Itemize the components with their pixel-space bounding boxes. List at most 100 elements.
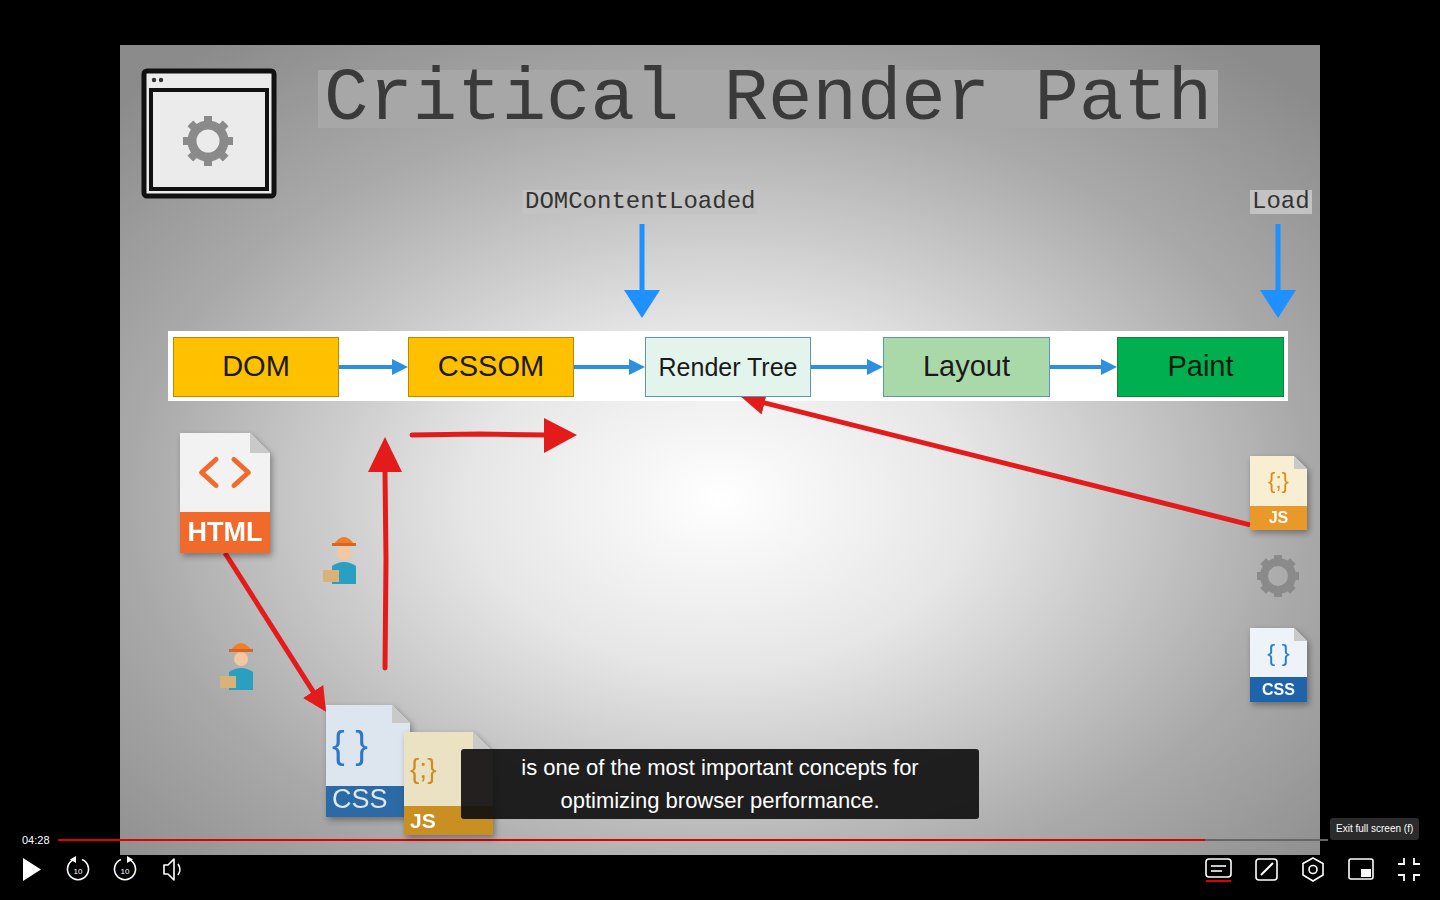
process-box: Render Tree [645, 337, 811, 397]
time-elapsed: 04:28 [22, 834, 50, 846]
box-label: Paint [1167, 350, 1233, 383]
file-body [326, 705, 410, 817]
rewind-button [68, 860, 89, 880]
control-bar [0, 855, 1440, 900]
red-arrow [385, 472, 386, 668]
settings-button [1303, 858, 1323, 881]
volume-button [164, 859, 174, 880]
red-arrow-head [544, 418, 577, 453]
worker-parcel [323, 570, 339, 582]
gear-ring [192, 125, 224, 157]
slide-background [120, 45, 1320, 855]
play-button [23, 858, 41, 881]
file-band [180, 512, 270, 553]
file-glyph: {;} [410, 753, 436, 785]
tooltip: Exit full screen (f) [1330, 818, 1419, 840]
skip-amount: 10 [121, 867, 130, 876]
gear-tooth [187, 120, 199, 132]
file-fold [392, 705, 410, 723]
gear-teeth [183, 116, 233, 166]
file-glyph: { } [1267, 639, 1290, 667]
box-label: DOM [222, 350, 290, 383]
file-type-label: JS [410, 809, 436, 833]
gear-teeth [1257, 555, 1299, 597]
event-arrow [640, 224, 645, 292]
event-arrow-head [1260, 290, 1296, 318]
file-fold [1294, 456, 1307, 469]
gear-tooth [187, 149, 199, 161]
worker-parcel [220, 676, 236, 688]
notes-button [1256, 859, 1277, 880]
window-icon-frame [144, 71, 274, 196]
file-body [1250, 456, 1307, 530]
file-type-label: CSS [1262, 681, 1295, 699]
flow-arrow [574, 365, 637, 369]
flow-arrow [811, 365, 875, 369]
progress-remaining [1205, 839, 1328, 841]
rewind-arrow [70, 856, 76, 863]
volume-wave [178, 864, 180, 875]
window-icon-pane [151, 90, 267, 189]
settings-center [1309, 866, 1317, 874]
skip-amount: 10 [74, 867, 83, 876]
event-arrow-head [624, 290, 660, 318]
window-icon-dot [152, 78, 156, 82]
red-arrow [412, 434, 546, 435]
forward-button [115, 860, 136, 880]
slide-title: Critical Render Path [318, 70, 1218, 128]
file-type-label: CSS [332, 784, 388, 815]
worker-figure [323, 537, 356, 584]
event-arrow [1276, 224, 1281, 292]
event-label: Load [1250, 190, 1312, 214]
file-type-label: HTML [188, 517, 263, 548]
flow-arrow [1050, 365, 1109, 369]
red-connector [753, 400, 1250, 525]
gear-tooth [1284, 582, 1295, 593]
forward-arrow [127, 856, 133, 863]
worker-face [234, 652, 248, 666]
worker-face [337, 546, 351, 560]
red-arrow-head [368, 437, 402, 472]
worker-helmet [334, 537, 354, 544]
subtitle-caption: is one of the most important concepts fo… [461, 749, 979, 819]
process-box: DOM [173, 337, 339, 397]
process-box: Paint [1117, 337, 1284, 397]
box-label: Layout [923, 350, 1010, 383]
gear-tooth [224, 137, 233, 145]
file-band [1250, 506, 1307, 530]
file-glyph: { } [332, 724, 368, 768]
gear-tooth [204, 116, 212, 125]
captions-button [1206, 859, 1231, 877]
gear-tooth [1274, 555, 1282, 563]
worker-helmet-brim [229, 649, 253, 652]
process-box: CSSOM [408, 337, 574, 397]
code-chevron [202, 460, 216, 486]
file-body [180, 433, 270, 553]
event-label: DOMContentLoaded [523, 190, 757, 214]
gear-tooth [1291, 572, 1299, 580]
html-file-icon: HTML [180, 433, 270, 553]
worker-helmet-brim [332, 543, 356, 546]
captions-line [1211, 870, 1222, 872]
exit-fullscreen-button [1398, 858, 1420, 881]
progress-played [58, 839, 1205, 841]
pip-inner [1361, 869, 1371, 877]
js-file-icon: {;}JS [1250, 456, 1307, 530]
css-file-icon: { } CSS [326, 705, 410, 817]
pip-button [1349, 859, 1373, 879]
notes-pencil [1261, 863, 1273, 875]
file-band [1250, 677, 1307, 702]
window-icon-dot [159, 78, 163, 82]
gear-tooth [1284, 558, 1295, 569]
file-glyph: {;} [1268, 468, 1289, 493]
file-body [1250, 628, 1307, 702]
gear-tooth [1260, 582, 1271, 593]
css-file-icon: { } CSS [1250, 628, 1307, 702]
red-connector [225, 553, 320, 702]
flow-arrow [339, 365, 400, 369]
gear-tooth [204, 157, 212, 166]
worker-figure [220, 643, 253, 690]
gear-tooth [183, 137, 192, 145]
box-label: CSSOM [438, 350, 544, 383]
